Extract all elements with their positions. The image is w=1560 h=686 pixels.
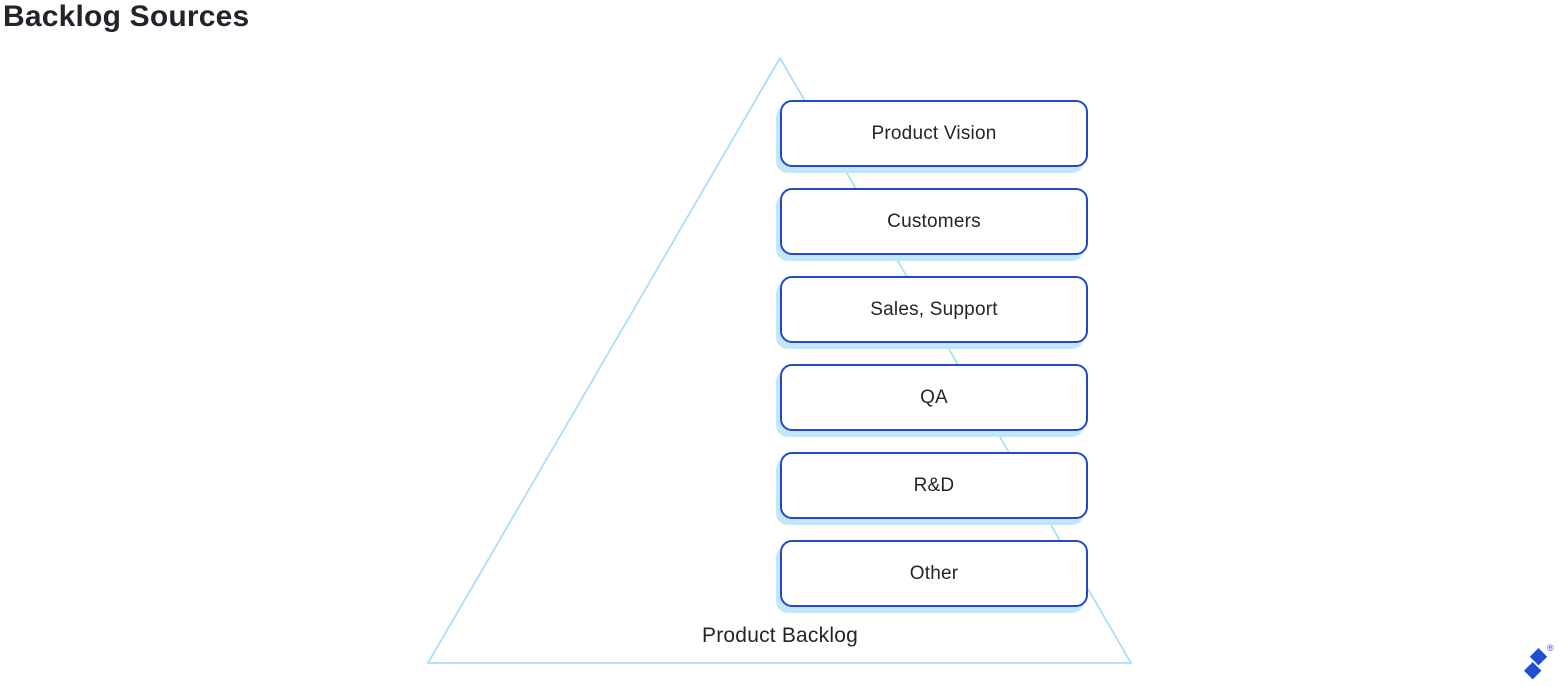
page-title: Backlog Sources: [3, 0, 250, 33]
source-box-label: Other: [909, 562, 959, 584]
source-box-label: QA: [920, 386, 948, 408]
source-box-rd: R&D: [780, 452, 1088, 519]
source-box-other: Other: [780, 540, 1088, 607]
product-backlog-label: Product Backlog: [702, 624, 858, 647]
toptal-logo-icon: [1524, 648, 1548, 680]
source-box-label: R&D: [913, 474, 955, 496]
toptal-logo: ®: [1524, 643, 1558, 681]
source-box-label: Customers: [887, 210, 981, 232]
source-box-qa: QA: [780, 364, 1088, 431]
source-box-product-vision: Product Vision: [780, 100, 1088, 167]
registered-trademark-symbol: ®: [1547, 643, 1554, 653]
source-box-label: Product Vision: [871, 122, 997, 144]
source-box-customers: Customers: [780, 188, 1088, 255]
source-box-sales-support: Sales, Support: [780, 276, 1088, 343]
source-box-label: Sales, Support: [870, 298, 998, 320]
